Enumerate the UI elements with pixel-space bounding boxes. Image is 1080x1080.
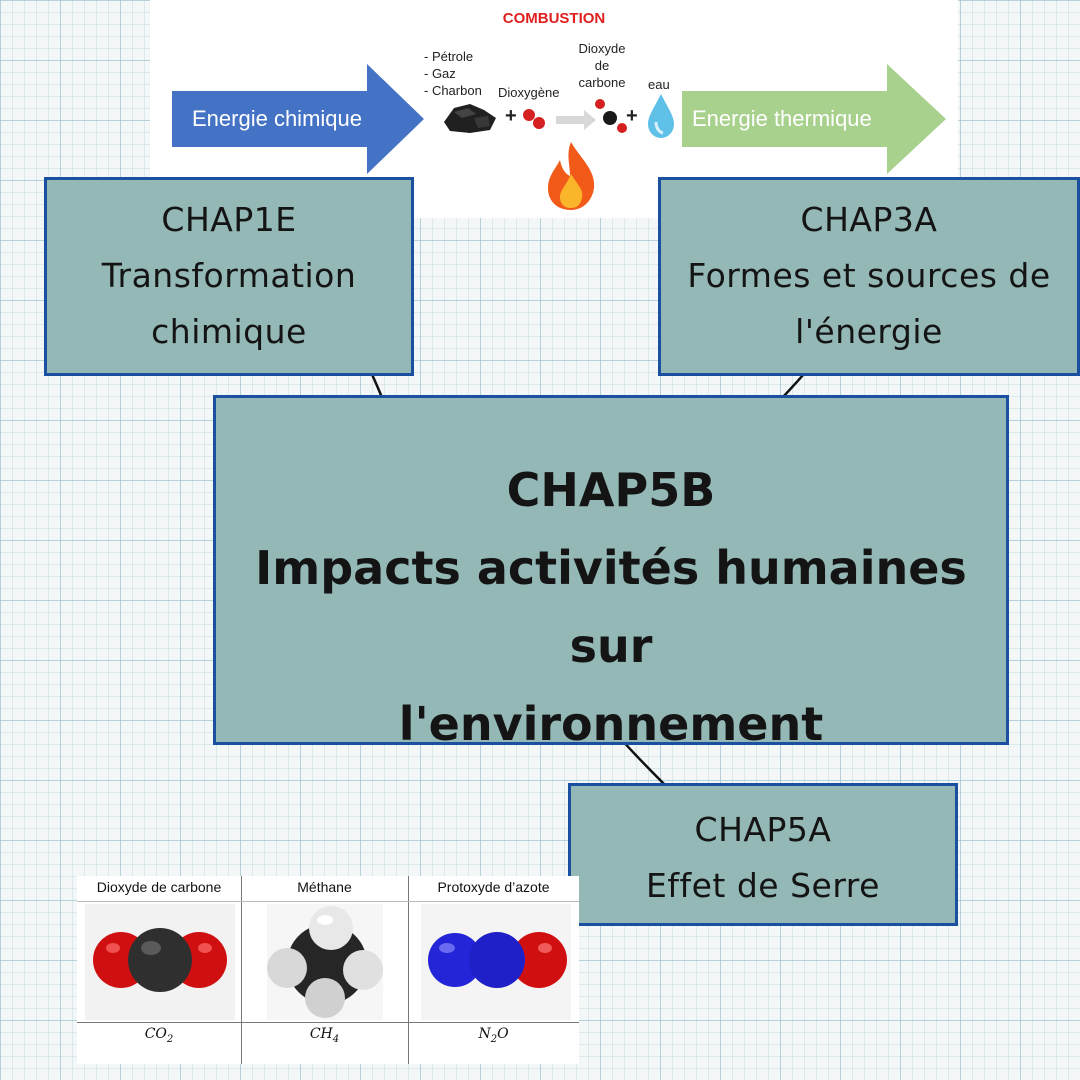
- flame-icon: [548, 142, 595, 210]
- table-divider-2: [408, 876, 409, 1064]
- fuel-gas: - Gaz: [424, 66, 456, 81]
- chap5a-box: CHAP5A Effet de Serre: [568, 783, 958, 926]
- chap3a-name-line-2: l'énergie: [795, 312, 943, 351]
- chap5b-name-line-1: Impacts activités humaines sur: [255, 541, 967, 673]
- n2o-molecule-model: [421, 904, 571, 1020]
- fuel-petrol: - Pétrole: [424, 49, 474, 64]
- co2-molecule-icon: [595, 99, 627, 133]
- chap1e-code: CHAP1E: [161, 200, 297, 239]
- n2o-formula-sub: 2: [490, 1033, 498, 1045]
- green-arrow-shape: [682, 64, 946, 174]
- plus-sign-2: +: [626, 105, 638, 127]
- ch4-formula: CH4: [241, 1026, 408, 1045]
- n2o-formula-suffix: O: [497, 1026, 509, 1042]
- ch4-molecule-model: [267, 904, 383, 1020]
- n2o-formula-base: N: [478, 1026, 491, 1042]
- greenhouse-gas-table: Dioxyde de carbone Méthane Protoxyde d’a…: [77, 876, 579, 1064]
- ch4-formula-base: CH: [309, 1026, 333, 1042]
- co2-formula-base: CO: [144, 1026, 167, 1042]
- thermal-energy-label: Energie thermique: [692, 106, 872, 131]
- table-header-rule: [77, 901, 579, 902]
- thermal-energy-arrow: Energie thermique: [682, 64, 946, 174]
- co2-column-header: Dioxyde de carbone: [96, 879, 222, 895]
- chap5b-box: CHAP5B Impacts activités humaines sur l'…: [213, 395, 1009, 751]
- co2-label-line-2: de: [594, 58, 610, 73]
- n2o-column-header: Protoxyde d’azote: [437, 879, 550, 895]
- oxygen-label: Dioxygène: [498, 85, 560, 100]
- chap5a-name-line-1: Effet de Serre: [646, 866, 880, 905]
- co2-label: Dioxyde de carbone: [570, 40, 634, 91]
- chap1e-name-line-2: chimique: [151, 312, 307, 351]
- oxygen-molecule-icon: [523, 109, 545, 129]
- reaction-arrow-icon: [556, 110, 596, 130]
- chap5a-code: CHAP5A: [694, 810, 832, 849]
- table-divider-1: [241, 876, 242, 1064]
- chap5b-code: CHAP5B: [506, 463, 716, 517]
- co2-molecule-model: [85, 904, 235, 1020]
- coal-icon: [444, 104, 496, 133]
- blue-arrow-shape: [172, 64, 424, 174]
- chap3a-name-line-1: Formes et sources de: [687, 256, 1051, 295]
- co2-label-line-1: Dioxyde: [578, 41, 626, 56]
- chap5b-name-line-2: l'environnement: [398, 697, 824, 751]
- co2-formula: CO2: [77, 1026, 241, 1045]
- plus-sign-1: +: [505, 105, 517, 127]
- chemical-energy-arrow: Energie chimique: [172, 64, 424, 174]
- co2-formula-sub: 2: [166, 1033, 174, 1045]
- fuel-list: - Pétrole - Gaz - Charbon: [424, 48, 482, 99]
- water-drop-icon: [648, 94, 674, 138]
- table-formula-rule: [77, 1022, 579, 1023]
- chap1e-box: CHAP1E Transformation chimique: [44, 177, 414, 376]
- chemical-energy-label: Energie chimique: [192, 106, 362, 131]
- ch4-formula-sub: 4: [332, 1033, 340, 1045]
- water-label: eau: [648, 77, 670, 92]
- ch4-column-header: Méthane: [297, 879, 352, 895]
- fuel-coal: - Charbon: [424, 83, 482, 98]
- combustion-title: COMBUSTION: [502, 10, 606, 27]
- co2-label-line-3: carbone: [578, 75, 626, 90]
- chap3a-box: CHAP3A Formes et sources de l'énergie: [658, 177, 1080, 376]
- chap1e-name-line-1: Transformation: [101, 256, 357, 295]
- chap3a-code: CHAP3A: [800, 200, 938, 239]
- n2o-formula: N2O: [408, 1026, 579, 1045]
